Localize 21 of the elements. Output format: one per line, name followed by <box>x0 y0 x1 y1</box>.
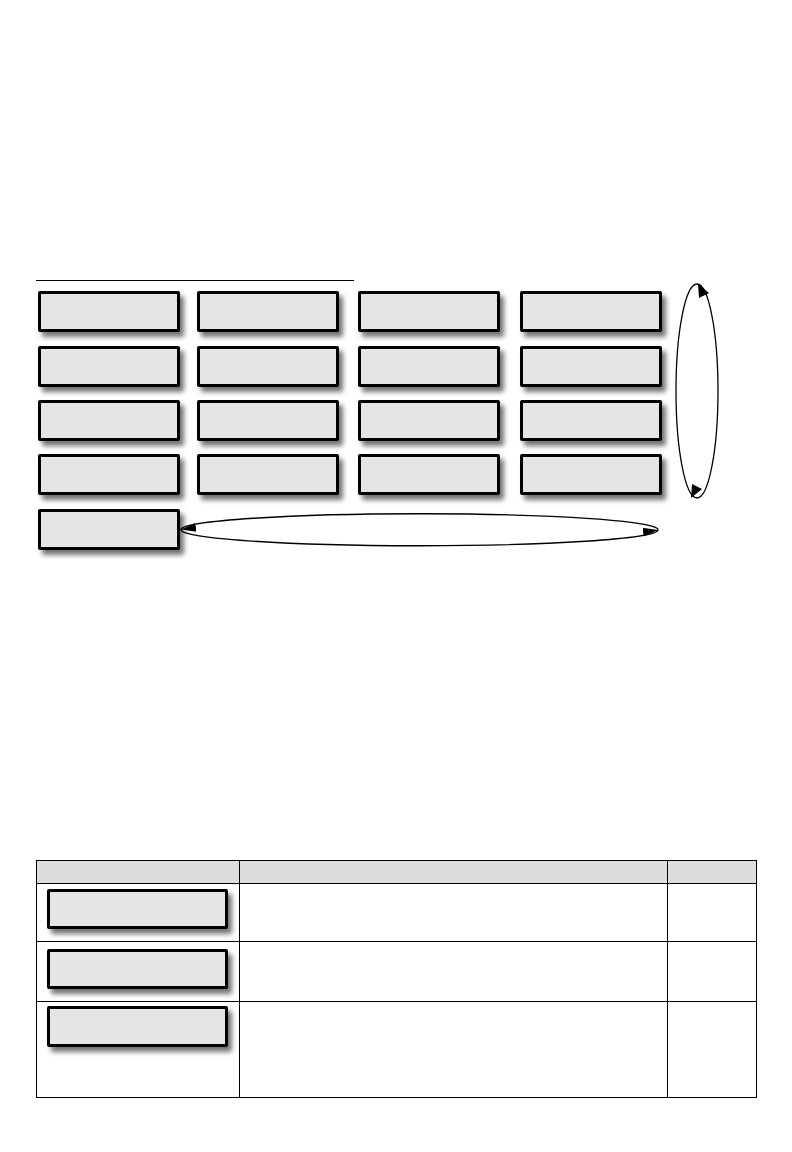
empty-box <box>47 949 228 989</box>
empty-box <box>47 1006 228 1047</box>
empty-box <box>358 454 500 495</box>
empty-box <box>38 400 180 441</box>
empty-box <box>520 400 662 441</box>
empty-box <box>197 346 339 387</box>
loop-arrow <box>180 513 659 547</box>
empty-box <box>38 346 180 387</box>
empty-box <box>358 400 500 441</box>
empty-box <box>47 889 228 929</box>
empty-box <box>197 400 339 441</box>
empty-box <box>520 454 662 495</box>
empty-box <box>38 454 180 495</box>
empty-box <box>358 291 500 332</box>
empty-box <box>358 346 500 387</box>
empty-box <box>197 291 339 332</box>
empty-box <box>38 509 180 550</box>
empty-box <box>520 346 662 387</box>
empty-box <box>520 291 662 332</box>
empty-box <box>38 291 180 332</box>
empty-box <box>197 454 339 495</box>
